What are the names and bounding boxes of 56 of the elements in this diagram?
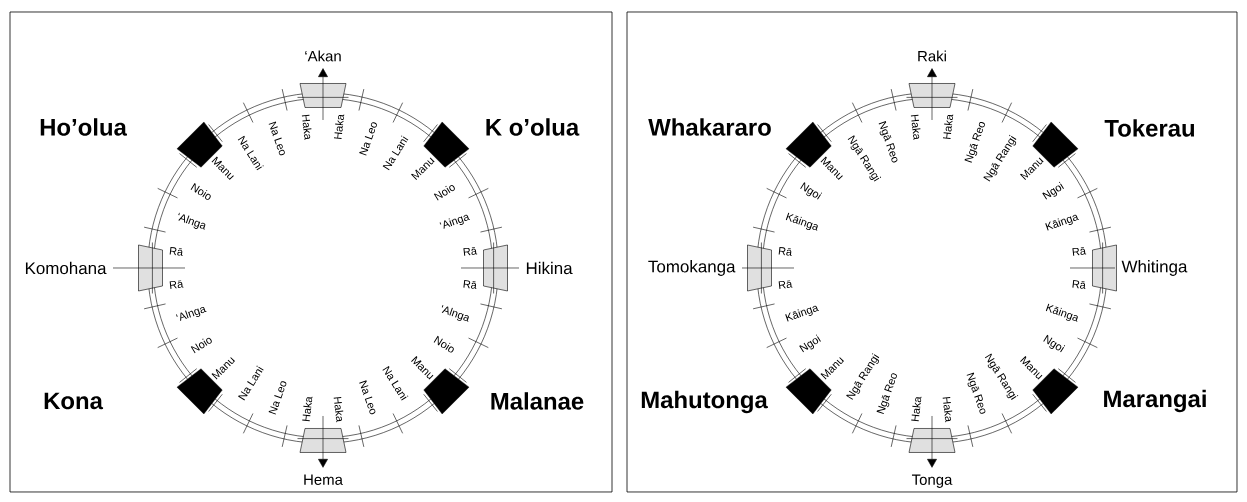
house-label: ‘Alnga: [178, 212, 206, 230]
direction-label: Komohana: [25, 261, 107, 275]
house-label: Haka: [334, 114, 345, 140]
house-label: Haka: [910, 114, 921, 140]
direction-label: Tonga: [911, 474, 953, 488]
house-label: Haka: [302, 396, 313, 422]
house-label: Kāinga: [1045, 303, 1078, 322]
direction-label: Hema: [304, 474, 343, 485]
house-label: Haka: [943, 114, 954, 140]
quadrant-name: Kona: [44, 392, 104, 410]
quadrant-name: Marangai: [1104, 389, 1206, 413]
house-label: Rā: [463, 247, 478, 256]
quadrant-name: K o’olua: [486, 118, 580, 136]
house-label: Rā: [169, 246, 183, 256]
house-label: Kāinga: [785, 305, 819, 322]
house-label: Noio: [190, 183, 211, 200]
quadrant-name: Whakararo: [648, 118, 771, 136]
house-label: Ngā Reo: [878, 121, 898, 163]
house-label: Rā: [463, 280, 477, 289]
house-label: Noio: [433, 185, 455, 201]
house-label: Kāinga: [785, 212, 818, 231]
house-label: Kāinga: [1045, 214, 1080, 231]
direction-label: Hikina: [526, 261, 573, 275]
house-label: Noio: [433, 335, 454, 353]
house-label: Ngā Reo: [966, 372, 986, 414]
direction-label: Whitinga: [1121, 260, 1188, 276]
house-label: Ngā Reo: [876, 373, 897, 415]
house-label: Ngoi: [1043, 334, 1066, 353]
house-label: Rā: [778, 280, 793, 289]
house-label: Rā: [169, 280, 184, 289]
house-label: Rā: [1072, 247, 1087, 256]
house-label: Rā: [778, 246, 792, 256]
quadrant-name: Malanae: [491, 392, 584, 410]
quadrant-name: Ho’olua: [40, 118, 127, 136]
direction-label: Tomokanga: [648, 260, 736, 276]
house-label: Na Leo: [359, 380, 376, 415]
house-label: Na Leo: [268, 121, 285, 156]
house-label: Ngoi: [799, 334, 821, 353]
house-label: Noio: [190, 337, 212, 354]
house-label: Haka: [911, 396, 922, 422]
house-label: Ngoi: [800, 182, 823, 200]
house-label: Na Leo: [359, 122, 377, 156]
house-label: ‘Ainga: [439, 214, 471, 229]
house-label: ‘Alnga: [441, 304, 469, 322]
direction-label: ‘Akan: [305, 50, 341, 62]
house-label: ‘Alnga: [176, 306, 207, 321]
quadrant-name: Tokerau: [1104, 119, 1195, 137]
house-label: Haka: [942, 396, 953, 423]
house-label: Haka: [301, 114, 312, 140]
house-label: Ngā Reo: [964, 121, 985, 163]
quadrant-name: Mahutonga: [641, 390, 768, 414]
house-label: Ngoi: [1042, 181, 1064, 200]
direction-label: Raki: [918, 50, 946, 62]
house-label: Na Leo: [268, 381, 287, 415]
house-label: Rā: [1072, 280, 1086, 289]
house-label: Haka: [333, 396, 344, 423]
